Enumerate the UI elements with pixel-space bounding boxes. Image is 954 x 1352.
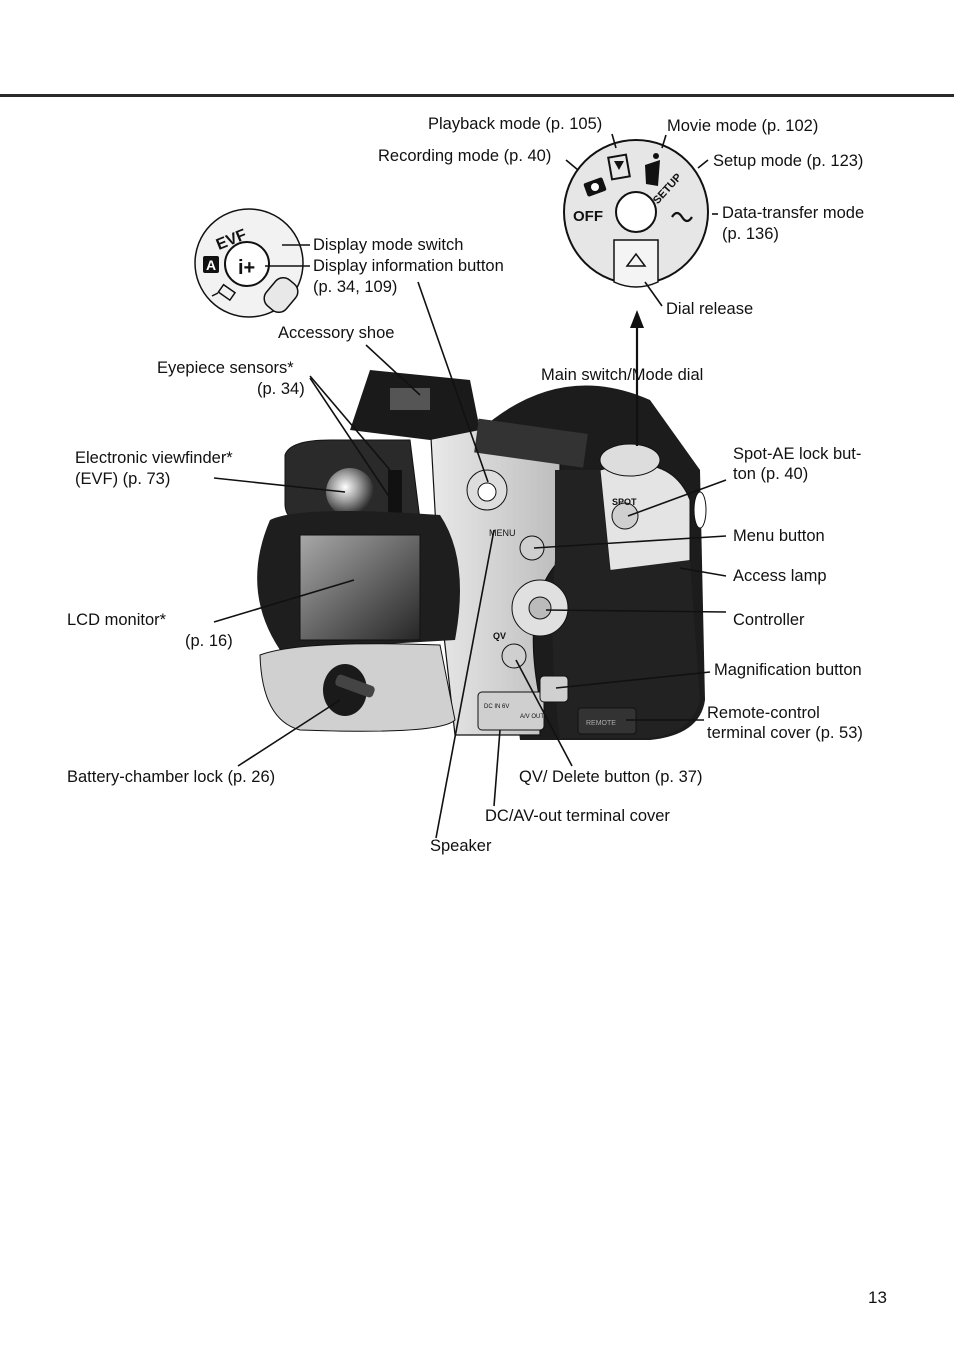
qv-marking: QV — [493, 631, 506, 641]
playback-mode-label: Playback mode (p. 105) — [428, 115, 603, 133]
eyepiece-sensor — [388, 470, 402, 520]
setup-mode-label: Setup mode (p. 123) — [713, 152, 864, 170]
remote-marking: REMOTE — [586, 720, 616, 727]
battery-chamber-lock-label: Battery-chamber lock (p. 26) — [67, 768, 276, 786]
controller-label: Controller — [733, 611, 805, 629]
lcd-screen — [299, 534, 421, 641]
lcd-position-icon — [217, 283, 237, 302]
display-info-page-label: (p. 34, 109) — [313, 278, 398, 296]
menu-button-label: Menu button — [733, 527, 825, 545]
spot-ae-lock-page-label: ton (p. 40) — [733, 465, 809, 483]
off-marking: OFF — [573, 208, 603, 225]
strap-lug — [693, 491, 707, 529]
evf-page-label: (EVF) (p. 73) — [75, 470, 171, 488]
speaker-label: Speaker — [430, 837, 492, 855]
eyepiece-sensors-label: Eyepiece sensors* — [157, 359, 294, 377]
display-switch-inset — [194, 208, 304, 318]
access-lamp-label: Access lamp — [733, 567, 827, 585]
main-switch-label: Main switch/Mode dial — [541, 366, 704, 384]
dc-in-marking: DC IN 6V — [484, 704, 509, 710]
qv-button-shape — [501, 643, 527, 669]
qv-delete-button-label: QV/ Delete button (p. 37) — [519, 768, 703, 786]
remote-cover — [577, 707, 637, 735]
movie-mode-icon — [645, 153, 660, 186]
spot-button-shape — [611, 502, 639, 530]
dc-av-cover — [477, 691, 545, 731]
remote-control-label: Remote-control — [707, 704, 820, 722]
mode-dial-inset — [563, 139, 709, 288]
dial-center — [615, 191, 657, 233]
lcd-monitor-page-label: (p. 16) — [185, 632, 233, 650]
leader-lines — [213, 133, 727, 839]
lcd-monitor-label: LCD monitor* — [67, 611, 167, 629]
page-number: 13 — [868, 1288, 887, 1307]
magnification-button-label: Magnification button — [714, 661, 862, 679]
spot-ae-lock-label: Spot-AE lock but- — [733, 445, 862, 463]
remote-control-page-label: terminal cover (p. 53) — [707, 724, 863, 742]
auto-marking: A — [206, 257, 216, 273]
recording-mode-label: Recording mode (p. 40) — [378, 147, 552, 165]
display-switch-lever — [263, 276, 299, 314]
eyepiece-sensors-page-label: (p. 34) — [257, 380, 305, 398]
movie-mode-label: Movie mode (p. 102) — [667, 117, 819, 135]
data-transfer-page-label: (p. 136) — [722, 225, 779, 243]
camera-body — [257, 370, 707, 740]
dc-av-out-cover-label: DC/AV-out terminal cover — [485, 807, 670, 825]
camera-mode-icon — [583, 177, 607, 197]
menu-marking: MENU — [489, 528, 516, 538]
main-switch-arrow — [630, 310, 644, 446]
display-info-button-label: Display information button — [313, 257, 504, 275]
info-marking: i+ — [238, 257, 255, 279]
top-lcd — [474, 418, 588, 468]
data-transfer-icon — [671, 211, 693, 223]
av-out-marking: A/V OUT — [520, 714, 544, 720]
dial-release-arrow-icon — [625, 252, 647, 267]
playback-mode-icon — [607, 153, 631, 181]
data-transfer-label: Data-transfer mode — [722, 204, 865, 222]
header-rule — [0, 94, 954, 97]
spot-marking: SPOT — [612, 497, 637, 507]
display-mode-switch-label: Display mode switch — [313, 236, 464, 254]
auto-badge-icon — [203, 256, 219, 273]
magnification-shape — [539, 675, 569, 703]
evf-eyepiece — [326, 468, 374, 516]
dial-release-tab — [613, 239, 659, 288]
dial-release-label: Dial release — [666, 300, 754, 318]
evf-label: Electronic viewfinder* — [75, 449, 233, 467]
accessory-shoe-label: Accessory shoe — [278, 324, 395, 342]
